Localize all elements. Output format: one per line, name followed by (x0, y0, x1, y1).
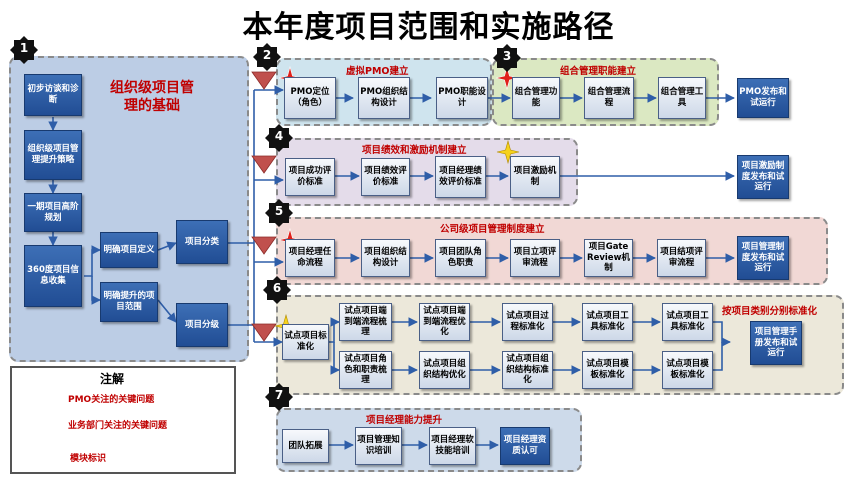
pilot-template-standard-box: 试点项目模板标准化 (582, 351, 633, 389)
portfolio-function-box: 组合管理功能 (512, 77, 560, 119)
system-title: 公司级项目管理制度建立 (440, 224, 545, 235)
project-org-design-box: 项目组织结构设计 (361, 239, 410, 277)
module-badge-6: 6 (272, 281, 282, 295)
module-badge-5-shape (265, 199, 293, 227)
red-star-icon (495, 65, 519, 91)
legend-pmo-issue: PMO关注的关键问题 (68, 395, 155, 405)
pilot-template-standard-box-2: 试点项目模板标准化 (662, 351, 713, 389)
pilot-title: 按项目类别分别标准化 (722, 306, 818, 317)
pilot-org-standard-box: 试点项目组织结构标准化 (502, 351, 553, 389)
define-project-box: 明确项目定义 (100, 232, 158, 268)
incentive-release-output: 项目激励制度发布和试运行 (737, 155, 789, 199)
milestone-triangle (251, 236, 277, 255)
module-badge-5: 5 (274, 204, 284, 218)
legend-panel (10, 366, 236, 474)
foundation-step-planning: 一期项目高阶规划 (24, 193, 82, 232)
foundation-step-strategy: 组织级项目管理提升策略 (24, 130, 82, 180)
module-badge-2-shape (253, 43, 281, 71)
module-badge-2: 2 (262, 48, 272, 62)
module-badge-6-shape (263, 276, 291, 304)
yellow-star-icon (496, 139, 520, 165)
module-badge-7: 7 (274, 388, 284, 402)
page-title: 本年度项目范围和实施路径 (242, 10, 615, 45)
pm-appointment-box: 项目经理任命流程 (285, 239, 335, 277)
pmo-positioning-box: PMO定位（角色） (284, 77, 336, 119)
pilot-tool-standard-box: 试点项目工具标准化 (582, 303, 633, 341)
pilot-org-optimize-box: 试点项目组织结构优化 (419, 351, 470, 389)
pilot-e2e-review-box: 试点项目端到端流程梳理 (339, 303, 392, 341)
milestone-triangle (251, 71, 277, 90)
success-criteria-box: 项目成功评价标准 (285, 158, 335, 196)
gate-review-box: 项目Gate Review机制 (584, 239, 633, 277)
pmo-release-output: PMO发布和试运行 (737, 78, 789, 118)
portfolio-tool-box: 组合管理工具 (658, 77, 706, 119)
team-roles-box: 项目团队角色职责 (435, 239, 486, 277)
module-badge-7-shape (265, 383, 293, 411)
pm-performance-criteria-box: 项目经理绩效评价标准 (435, 156, 486, 198)
define-scope-box: 明确提升的项目范围 (100, 282, 158, 322)
pilot-process-standard-box: 试点项目过程标准化 (502, 303, 553, 341)
ability-title: 项目经理能力提升 (366, 415, 443, 426)
performance-title: 项目绩效和激励机制建立 (362, 145, 467, 156)
module-badge-3-shape (493, 44, 521, 72)
module-badge-3: 3 (502, 49, 512, 63)
module-badge-1-shape (10, 36, 38, 64)
pilot-roles-review-box: 试点项目角色和职责梳理 (339, 351, 392, 389)
pilot-e2e-optimize-box: 试点项目端到端流程优化 (419, 303, 470, 341)
incentive-mechanism-box: 项目激励机制 (510, 156, 560, 198)
portfolio-mgmt-title: 组合管理职能建立 (560, 66, 637, 77)
pmo-structure-box: PMO组织结构设计 (358, 77, 410, 119)
portfolio-process-box: 组合管理流程 (584, 77, 634, 119)
milestone-triangle (251, 323, 277, 342)
legend-module: 模块标识 (70, 454, 107, 464)
manual-release-output: 项目管理手册发布和试运行 (750, 321, 802, 365)
module-badge-1: 1 (19, 41, 29, 55)
pilot-standardize-box: 试点项目标准化 (282, 324, 329, 360)
project-classify-box: 项目分类 (176, 220, 228, 264)
module-badge-4: 4 (274, 129, 284, 143)
team-building-box: 团队拓展 (282, 429, 329, 463)
system-release-output: 项目管理制度发布和试运行 (737, 236, 789, 280)
pm-qualification-box: 项目经理资质认可 (500, 427, 550, 465)
foundation-step-info-collection: 360度项目信息收集 (24, 245, 82, 307)
initiation-review-box: 项目立项评审流程 (510, 239, 560, 277)
pmo-function-box: PMO职能设计 (436, 77, 488, 119)
foundation-title: 组织级项目管理的基础 (110, 80, 194, 114)
closure-review-box: 项目结项评审流程 (657, 239, 706, 277)
performance-criteria-box: 项目绩效评价标准 (361, 158, 410, 196)
pm-softskill-training-box: 项目经理软技能培训 (429, 427, 476, 465)
pilot-tool-standard-box-2: 试点项目工具标准化 (662, 303, 713, 341)
milestone-triangle (251, 155, 277, 174)
pm-knowledge-training-box: 项目管理知识培训 (355, 427, 402, 465)
legend-dept-issue: 业务部门关注的关键问题 (68, 421, 168, 431)
virtual-pmo-title: 虚拟PMO建立 (346, 66, 409, 77)
project-grade-box: 项目分级 (176, 303, 228, 347)
legend-title: 注解 (100, 372, 125, 386)
foundation-step-interview: 初步访谈和诊断 (24, 74, 82, 116)
module-badge-4-shape (265, 124, 293, 152)
